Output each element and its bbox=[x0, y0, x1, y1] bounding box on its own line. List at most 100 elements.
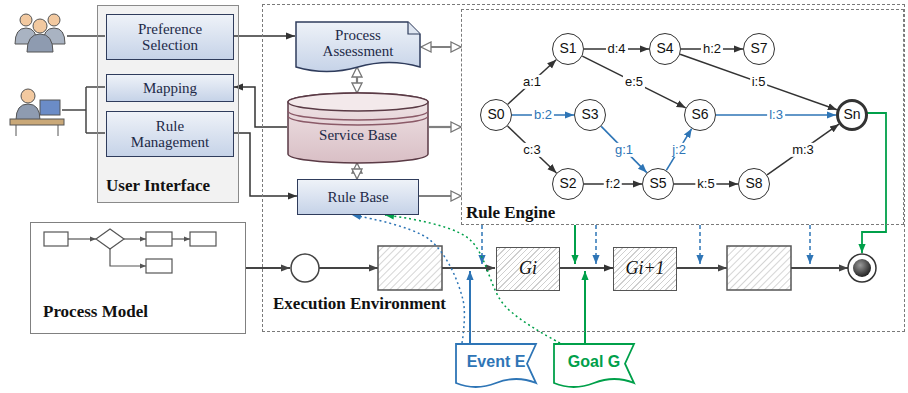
state-circle: S2 bbox=[552, 168, 584, 200]
flow-arrow bbox=[676, 267, 727, 269]
user-interface-panel: User InterfacePreference SelectionMappin… bbox=[97, 5, 239, 203]
node-label: Rule Management bbox=[118, 118, 222, 151]
goal-arrow bbox=[584, 271, 586, 343]
user-head bbox=[21, 89, 35, 103]
transition-label: f:2 bbox=[604, 177, 622, 191]
user-links bbox=[62, 36, 105, 133]
document-box: Process Assessment bbox=[295, 21, 421, 75]
connector-arrow bbox=[356, 163, 358, 179]
node-label: S8 bbox=[745, 176, 762, 191]
database-cylinder: Service Base bbox=[287, 93, 429, 163]
cylinder-body bbox=[288, 93, 428, 163]
node-label: S1 bbox=[559, 41, 576, 56]
node-label: S3 bbox=[581, 107, 598, 122]
state-circle: Sn bbox=[836, 99, 868, 131]
trigger-arrow bbox=[699, 225, 701, 264]
node-label: Preference Selection bbox=[118, 21, 222, 54]
engine-triggers bbox=[470, 113, 886, 343]
trigger-arrow bbox=[481, 225, 483, 264]
process-box: Rule Base bbox=[297, 179, 419, 215]
node-label: Gi+1 bbox=[625, 259, 664, 279]
transition-label: h:2 bbox=[701, 42, 723, 56]
connector-arrow bbox=[429, 126, 461, 128]
mini-task bbox=[190, 232, 216, 246]
node-label: Service Base bbox=[319, 127, 397, 144]
start-event bbox=[291, 254, 319, 282]
connector-arrow bbox=[385, 215, 560, 343]
state-circle: S6 bbox=[684, 99, 716, 131]
mini-task bbox=[44, 232, 68, 246]
user-link bbox=[62, 109, 86, 111]
node-label: S5 bbox=[649, 176, 666, 191]
task-box bbox=[378, 246, 442, 290]
user-head bbox=[48, 14, 60, 26]
transition-label: e:5 bbox=[623, 75, 645, 89]
desk-user-icon bbox=[10, 89, 64, 136]
node-label: Sn bbox=[843, 107, 860, 122]
goal-step: Gi+1 bbox=[613, 247, 677, 291]
goal-step: Gi bbox=[496, 247, 560, 291]
node-label: Event E bbox=[467, 353, 526, 371]
transition-arrow bbox=[767, 124, 839, 175]
node-label: Gi bbox=[519, 259, 537, 279]
process-model: Process Model bbox=[30, 222, 246, 334]
node-label: S6 bbox=[691, 107, 708, 122]
mini-flow bbox=[172, 238, 190, 239]
desk-leg bbox=[58, 125, 59, 136]
state-circle: S7 bbox=[743, 33, 775, 65]
document-fold bbox=[408, 22, 420, 34]
execution-environment: Execution EnvironmentProcess AssessmentS… bbox=[262, 4, 905, 332]
mini-task bbox=[146, 232, 172, 246]
goal-flag: Goal G bbox=[553, 343, 635, 389]
state-circle: S5 bbox=[642, 168, 674, 200]
node-label: S2 bbox=[559, 176, 576, 191]
connector-arrow bbox=[419, 195, 461, 197]
completion-arrow bbox=[862, 113, 886, 253]
transition-arrow bbox=[508, 60, 556, 104]
user-link bbox=[86, 86, 105, 88]
transition-label: g:1 bbox=[613, 142, 635, 156]
transition-label: b:2 bbox=[532, 108, 554, 122]
flow-arrow bbox=[319, 267, 378, 269]
state-circle: S1 bbox=[552, 33, 584, 65]
node-label: Mapping bbox=[143, 80, 197, 97]
desk-leg bbox=[16, 125, 17, 136]
rule-engine: Rule Engine S0 S1S2 S3 S4S5 S6 S7S8 Sn bbox=[461, 9, 904, 225]
user-link bbox=[67, 35, 105, 37]
trigger-arrow bbox=[809, 225, 811, 264]
region-heading: Rule Engine bbox=[466, 204, 555, 223]
user-group-icon bbox=[15, 14, 65, 52]
connector-arrow bbox=[234, 35, 295, 37]
mini-flow bbox=[110, 249, 146, 266]
node-label: Process Assessment bbox=[308, 27, 408, 60]
node-label: Rule Base bbox=[327, 189, 388, 206]
ui-box: Preference Selection bbox=[106, 14, 234, 60]
connector-arrow bbox=[352, 215, 464, 343]
mini-flow bbox=[124, 238, 146, 239]
transition-label: a:1 bbox=[521, 75, 543, 89]
end-event-core bbox=[853, 259, 871, 277]
transition-label: j:2 bbox=[670, 142, 688, 156]
flow-arrow bbox=[442, 267, 495, 269]
connector-arrow bbox=[234, 87, 287, 127]
node-label: S4 bbox=[656, 41, 673, 56]
document-outline bbox=[296, 22, 420, 72]
cylinder-top bbox=[288, 93, 428, 111]
state-circle: S0 bbox=[480, 99, 512, 131]
flag-outline bbox=[554, 344, 634, 387]
mini-task bbox=[146, 259, 172, 273]
transition-label: m:3 bbox=[790, 142, 816, 156]
state-circle: S3 bbox=[574, 99, 606, 131]
trigger-arrow bbox=[574, 225, 576, 264]
node-label: Goal G bbox=[568, 353, 620, 371]
state-circle: S8 bbox=[738, 168, 770, 200]
flow-arrow bbox=[791, 267, 848, 269]
state-circle: S4 bbox=[649, 33, 681, 65]
connector-arrow bbox=[560, 267, 613, 269]
connector-arrow bbox=[356, 67, 358, 93]
node-label: S7 bbox=[750, 41, 767, 56]
user-head bbox=[33, 19, 47, 33]
user-body bbox=[27, 34, 53, 52]
region-heading: Process Model bbox=[43, 303, 148, 322]
